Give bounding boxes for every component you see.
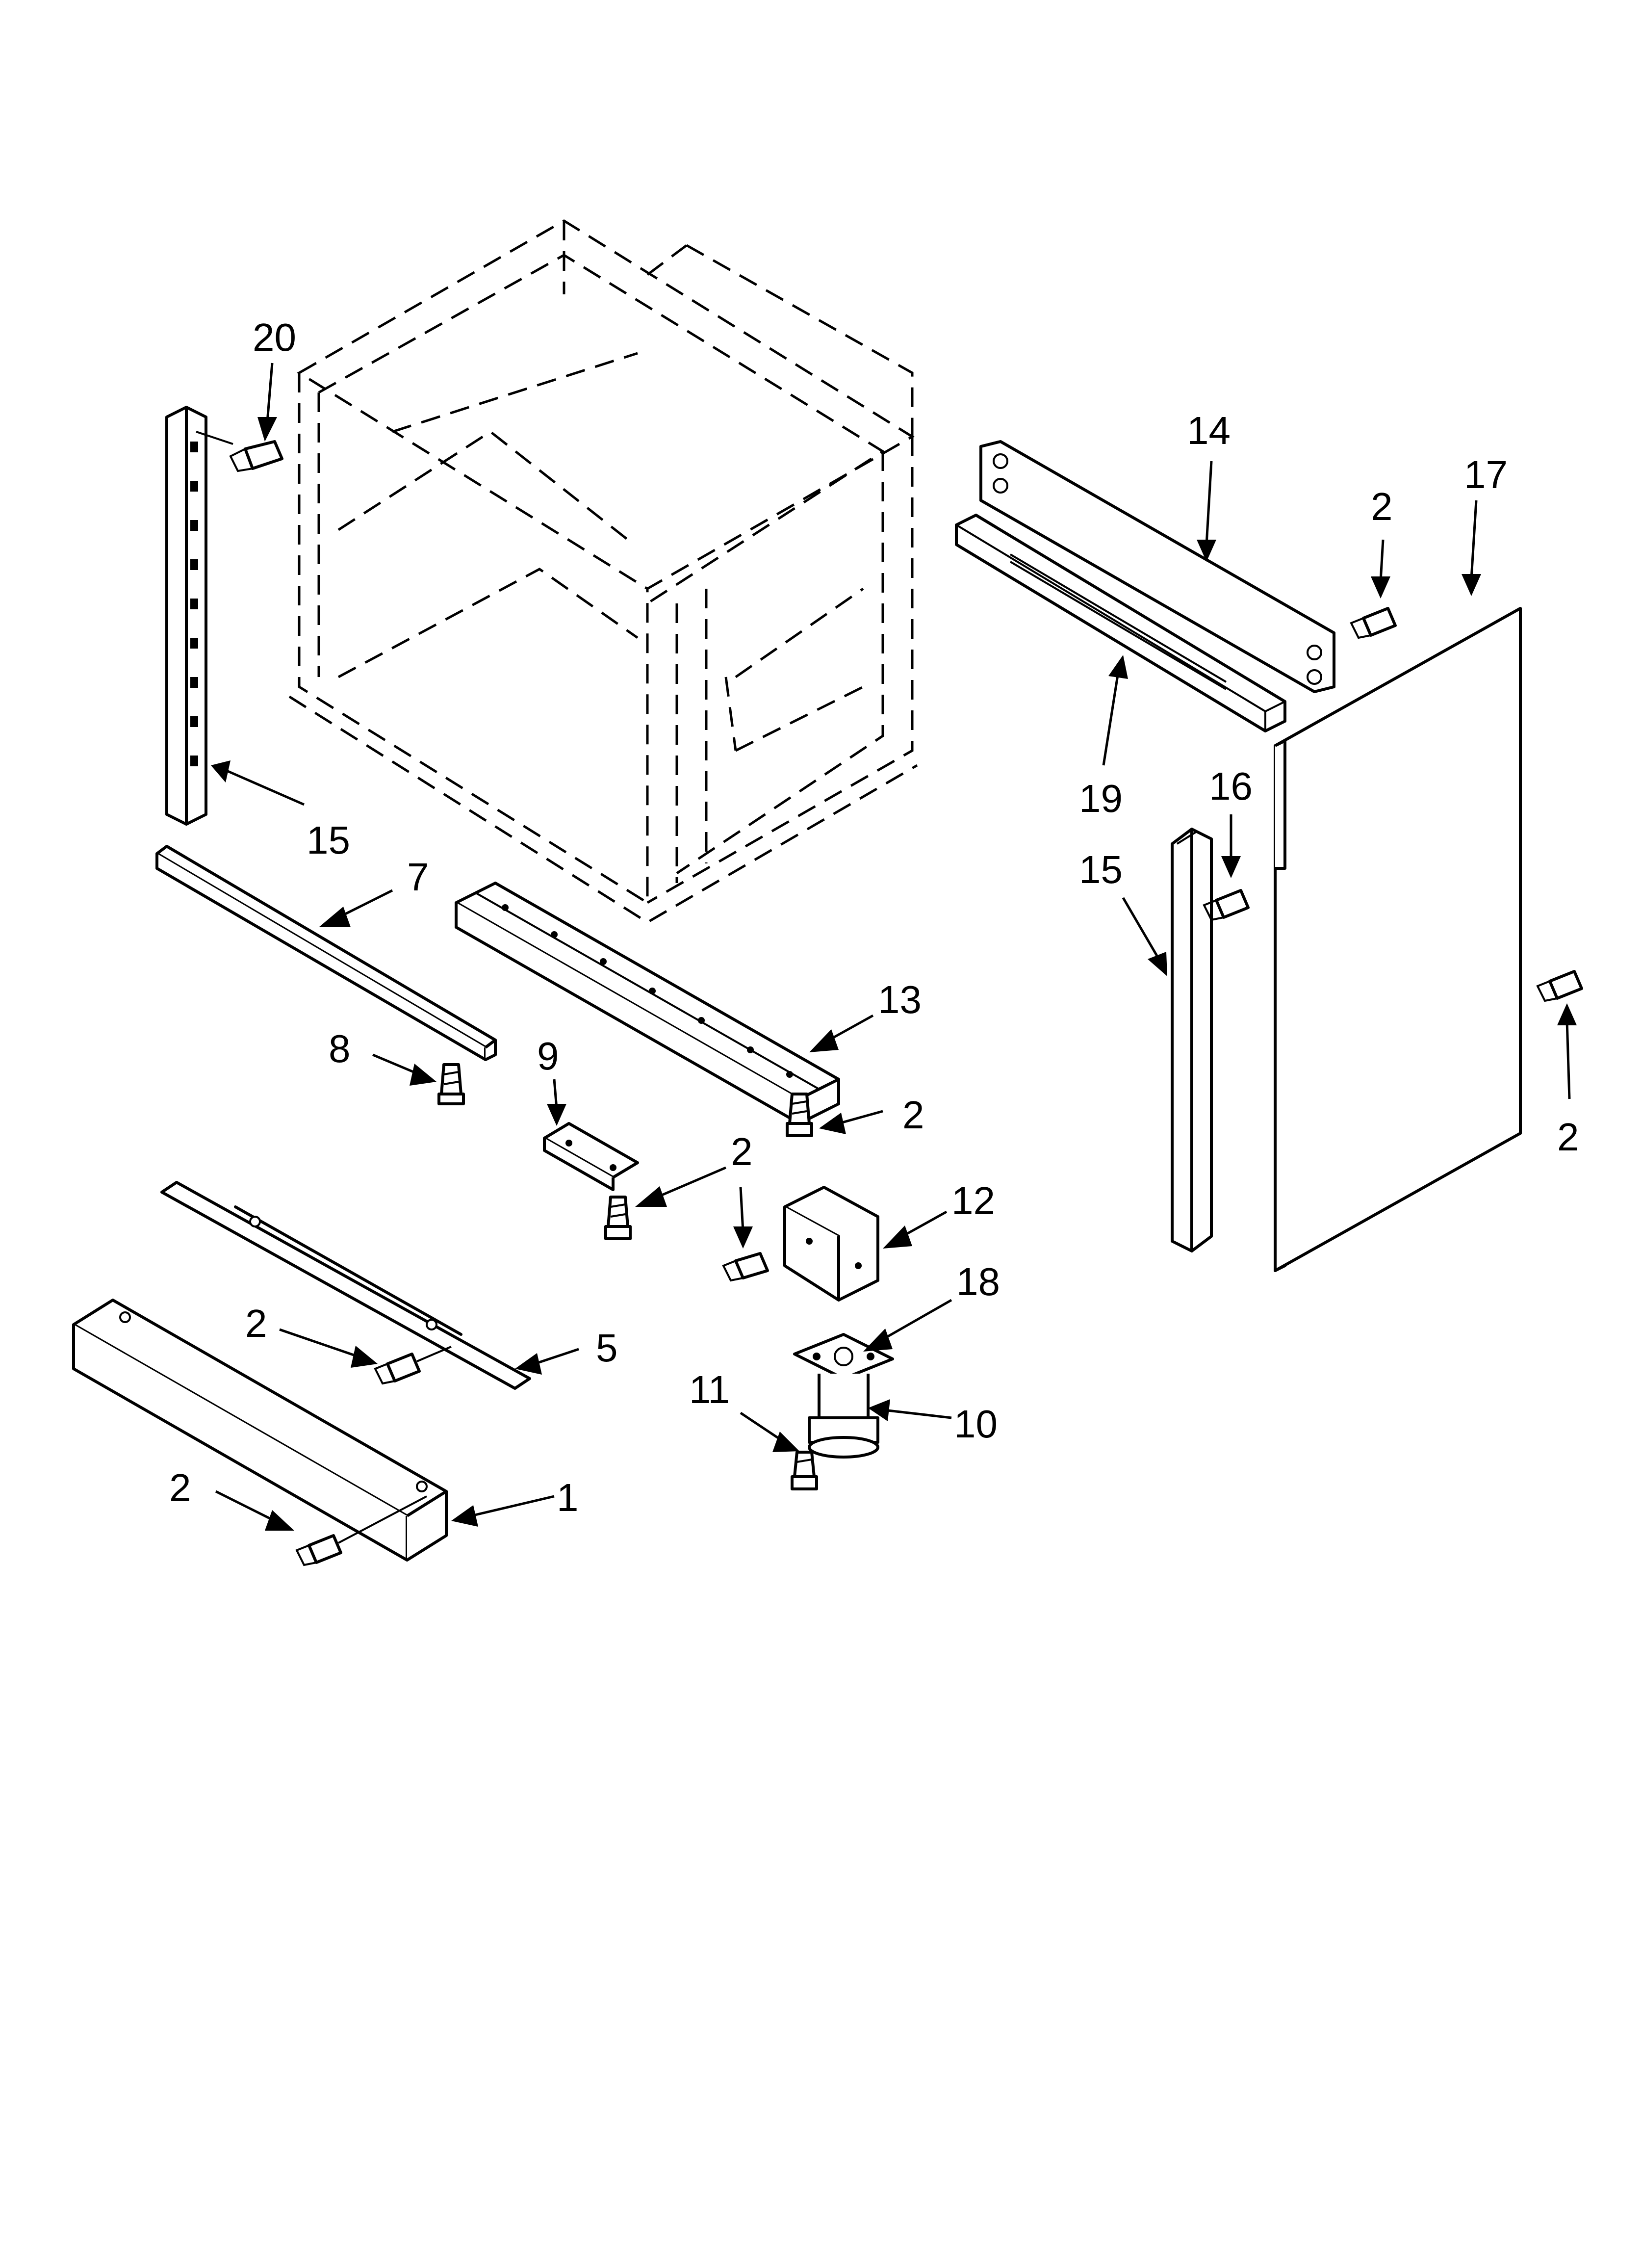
screw-icon xyxy=(604,1196,632,1240)
callout-10: 10 xyxy=(954,1402,998,1446)
part-19-vent-strip xyxy=(955,514,1286,732)
screw-20-icon xyxy=(196,431,283,472)
callout-2: 2 xyxy=(902,1093,924,1137)
left-upright-channel xyxy=(165,406,207,826)
part-18-leg-plate xyxy=(793,1333,894,1380)
callout-2: 2 xyxy=(245,1302,267,1345)
callout-13: 13 xyxy=(878,978,922,1021)
callout-1: 1 xyxy=(557,1476,579,1519)
callout-19: 19 xyxy=(1079,777,1123,820)
screw-icon xyxy=(374,1346,452,1385)
callout-2: 2 xyxy=(1557,1115,1579,1159)
part-9-bracket xyxy=(543,1122,639,1191)
callout-5: 5 xyxy=(596,1326,618,1370)
screw-icon xyxy=(1536,970,1583,1002)
callout-8: 8 xyxy=(329,1027,351,1070)
right-upright-channel xyxy=(1171,828,1213,1252)
callout-2: 2 xyxy=(731,1130,753,1173)
callout-12: 12 xyxy=(951,1179,995,1223)
callout-labels: 20 15 7 8 9 13 2 2 12 18 10 11 5 2 1 2 1… xyxy=(169,315,1579,1519)
callout-16: 16 xyxy=(1209,764,1253,808)
leader-lines xyxy=(211,363,1577,1531)
screw-icon xyxy=(295,1495,427,1566)
part-10-leveling-leg xyxy=(808,1374,879,1459)
part-17-side-panel xyxy=(1274,607,1522,1272)
callout-2: 2 xyxy=(1371,485,1393,528)
part-14-bracket xyxy=(979,440,1335,693)
callout-20: 20 xyxy=(253,315,296,359)
screw-icon xyxy=(1350,607,1397,639)
screw-icon xyxy=(786,1093,813,1137)
callout-15: 15 xyxy=(307,818,350,862)
screw-icon xyxy=(722,1252,769,1282)
part-12-bracket xyxy=(783,1186,879,1302)
part-1-toe-kick xyxy=(72,1299,448,1562)
callout-14: 14 xyxy=(1187,409,1231,452)
callout-9: 9 xyxy=(537,1034,559,1078)
callout-11: 11 xyxy=(689,1368,730,1411)
screw-16-icon xyxy=(1203,889,1250,921)
callout-2: 2 xyxy=(169,1466,191,1510)
callout-17: 17 xyxy=(1464,453,1508,496)
callout-18: 18 xyxy=(956,1260,1000,1303)
screw-11-icon xyxy=(791,1451,818,1490)
callout-15: 15 xyxy=(1079,848,1123,891)
screw-8-icon xyxy=(437,1063,465,1105)
part-13-rail xyxy=(455,882,840,1125)
part-7-trim-bar xyxy=(155,845,497,1061)
callout-7: 7 xyxy=(407,855,429,899)
cabinet-outline-dashed xyxy=(288,219,918,924)
part-5-strip xyxy=(160,1181,531,1390)
